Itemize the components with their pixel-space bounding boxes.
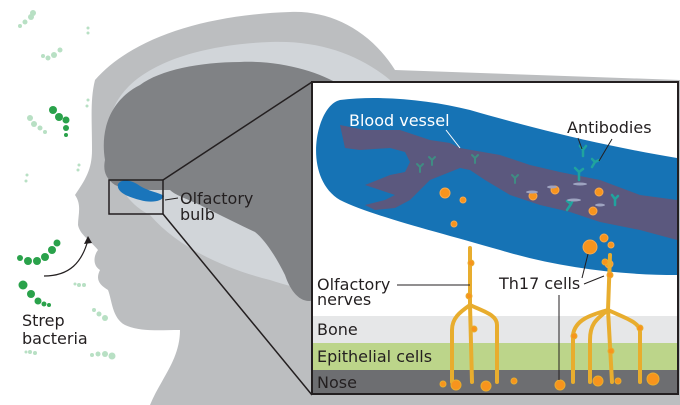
strep-bacteria-label-2: bacteria: [22, 329, 88, 348]
olfactory-nerves-label-2: nerves: [317, 290, 371, 309]
strep-bacteria-chain: [17, 106, 70, 307]
inhalation-arrow: [43, 239, 89, 277]
blood-vessel-label: Blood vessel: [349, 111, 450, 130]
th17-cells-on-nerves: [439, 258, 660, 392]
olfactory-bulb-label-1: Olfactory: [180, 189, 253, 208]
zoom-panel: Blood vessel Antibodies Olfactory nerves…: [311, 81, 679, 395]
olfactory-nerves-label-1: Olfactory: [317, 275, 390, 294]
olfactory-bulb-label-2: bulb: [180, 205, 215, 224]
epithelial-layer-label: Epithelial cells: [317, 347, 432, 366]
th17-pointer-2: [583, 275, 605, 285]
strep-bacteria-faint: [18, 10, 116, 360]
inhalation-arrowhead: [84, 236, 92, 244]
antibodies-faint: [416, 154, 519, 184]
antibodies-label: Antibodies: [567, 118, 652, 137]
olfactory-bulb: [117, 180, 164, 202]
blood-vessel-pointer: [445, 129, 461, 149]
bone-layer-label: Bone: [317, 320, 358, 339]
platelets: [526, 182, 605, 207]
olfactory-bulb-pointer: [164, 197, 179, 201]
nose-layer-label: Nose: [317, 373, 357, 392]
zoom-line-top: [162, 81, 313, 181]
th17-cells-label: Th17 cells: [498, 274, 580, 293]
antibodies-pointer-2: [598, 138, 613, 162]
zoom-line-bottom: [162, 213, 313, 396]
strep-bacteria-label-1: Strep: [22, 311, 65, 330]
th17-pointer-1: [581, 253, 589, 279]
brain: [103, 61, 340, 301]
antibodies-pointer-1: [577, 137, 583, 150]
zoom-region-box: [108, 179, 164, 215]
antibodies: [565, 144, 620, 212]
